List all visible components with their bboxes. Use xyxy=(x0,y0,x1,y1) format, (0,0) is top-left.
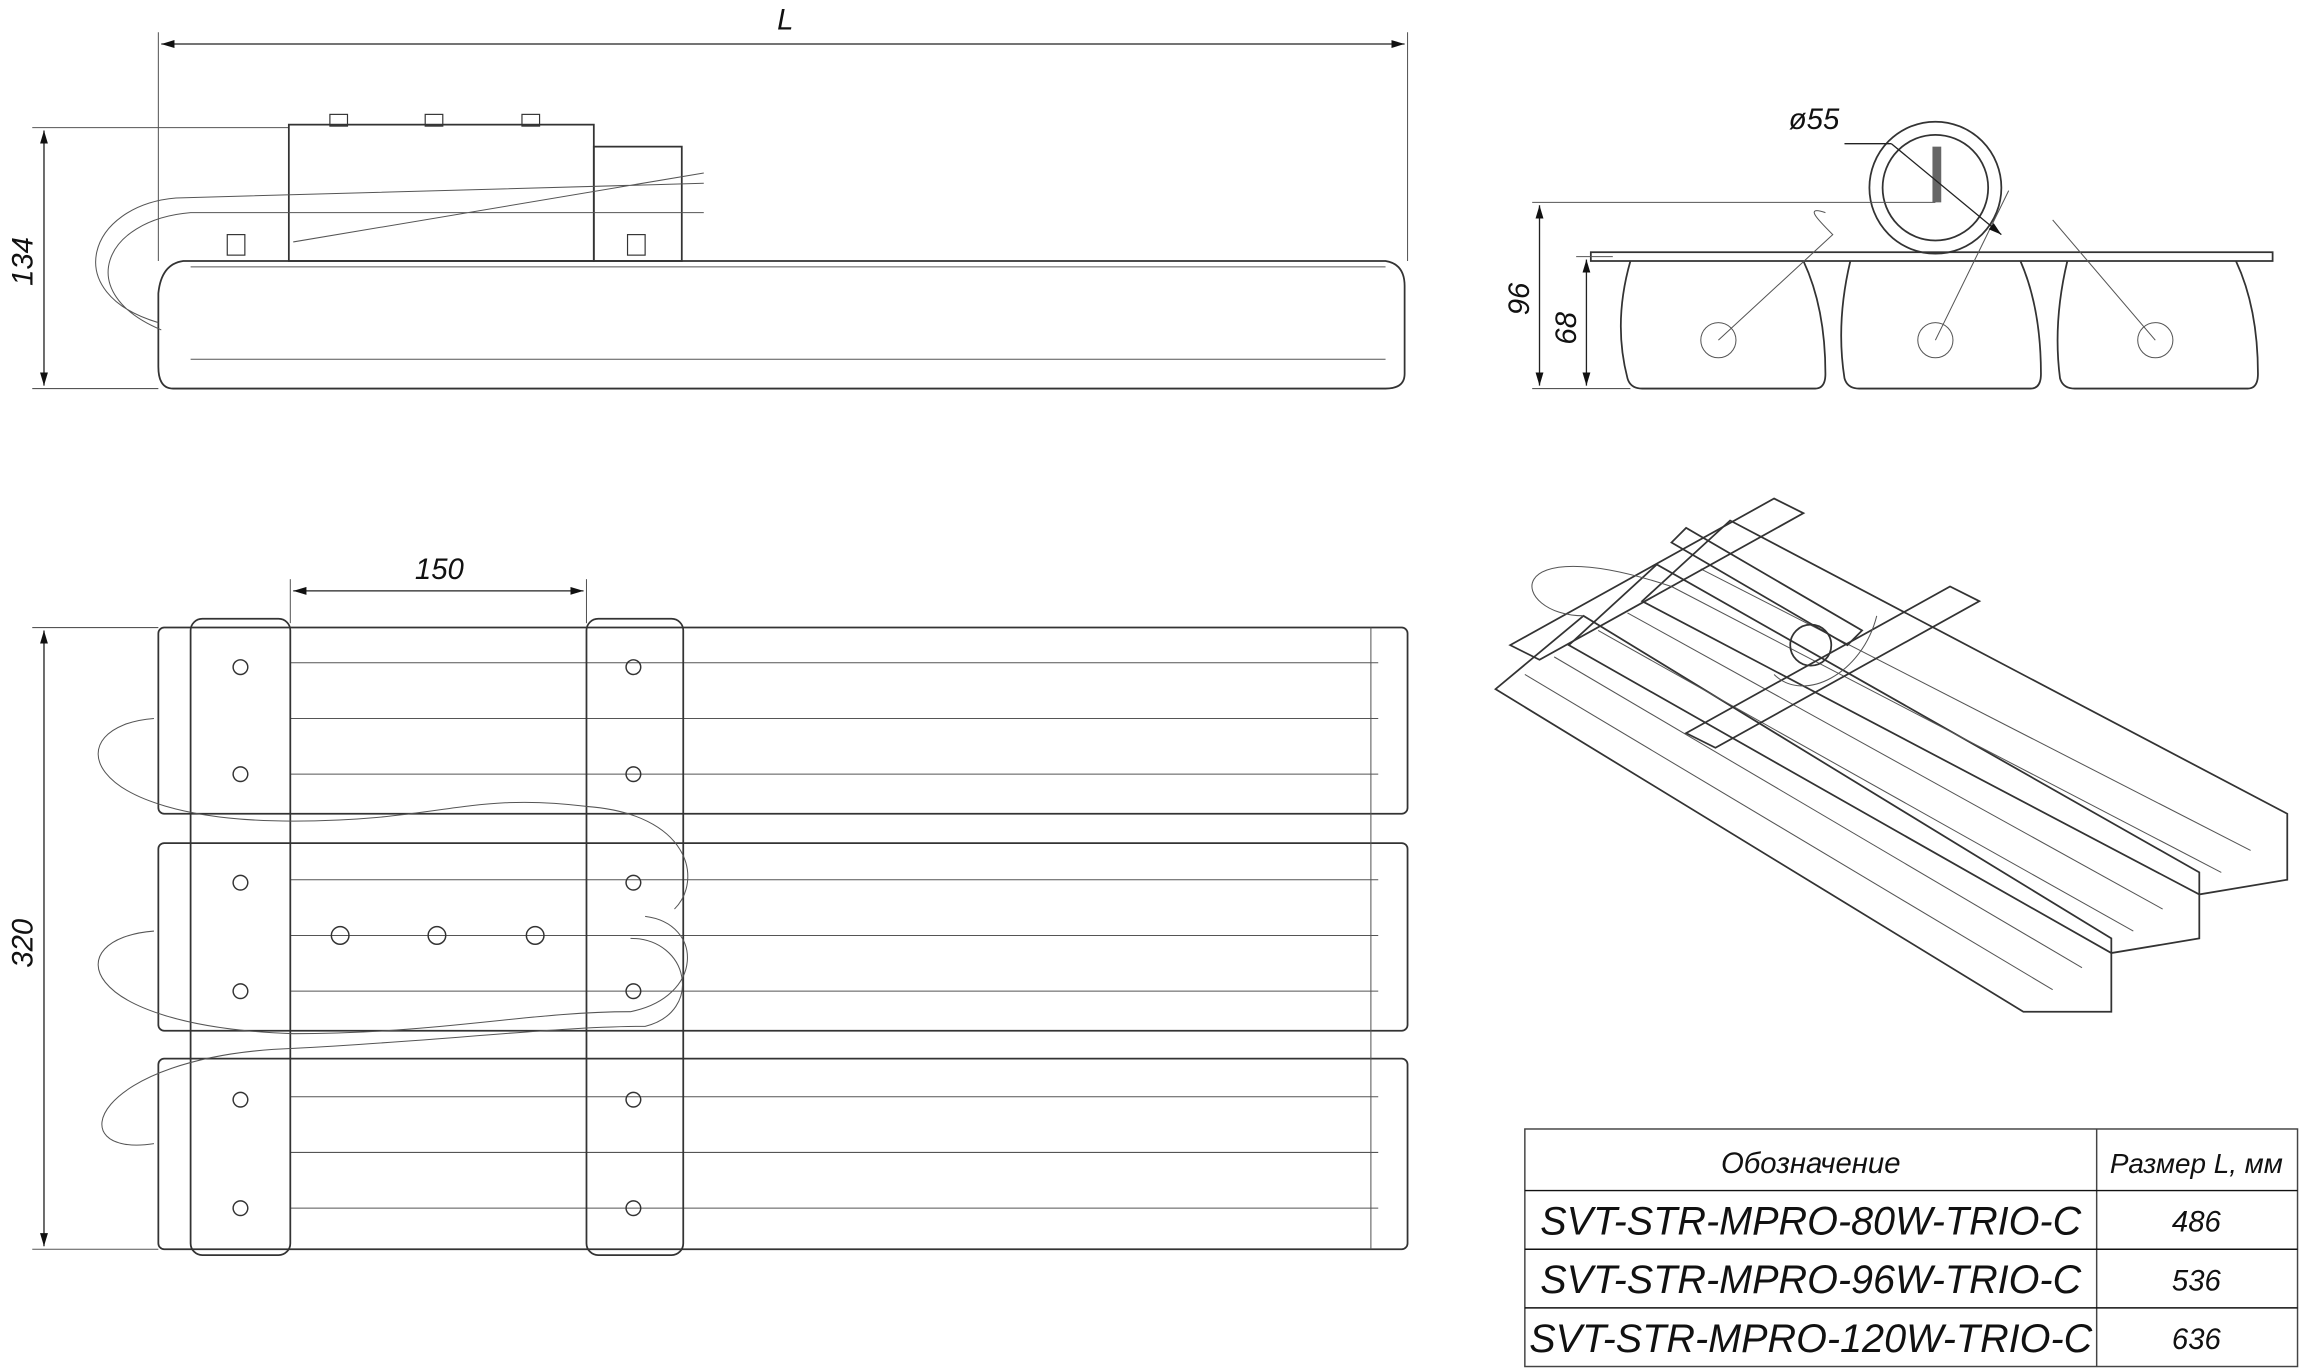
dimension-label-96: 96 xyxy=(1503,282,1536,315)
table-cell-model: SVT-STR-MPRO-120W-TRIO-C xyxy=(1529,1317,2092,1361)
table-cell-size: 486 xyxy=(2172,1206,2222,1239)
dimension-label-L: L xyxy=(777,3,793,36)
dimension-label-diameter: ø55 xyxy=(1789,103,1840,136)
isometric-view xyxy=(1494,497,2289,1013)
table-cell-size: 536 xyxy=(2172,1264,2222,1297)
table-cell-model: SVT-STR-MPRO-80W-TRIO-C xyxy=(1540,1200,2081,1244)
table-cell-model: SVT-STR-MPRO-96W-TRIO-C xyxy=(1540,1258,2081,1302)
top-view: 150 320 xyxy=(6,553,1409,1256)
table-cell-size: 636 xyxy=(2172,1323,2222,1356)
table-header-designation: Обозначение xyxy=(1721,1147,1901,1180)
dimension-label-134: 134 xyxy=(6,237,39,286)
side-view: L 134 xyxy=(6,3,1409,390)
dimension-label-68: 68 xyxy=(1550,311,1583,344)
dimension-label-150: 150 xyxy=(415,553,465,586)
model-size-table: Обозначение Размер L, мм SVT-STR-MPRO-80… xyxy=(1524,1128,2299,1368)
end-view: ø55 96 68 xyxy=(1503,103,2274,390)
dimension-label-320: 320 xyxy=(6,918,39,968)
table-header-size: Размер L, мм xyxy=(2110,1148,2283,1179)
